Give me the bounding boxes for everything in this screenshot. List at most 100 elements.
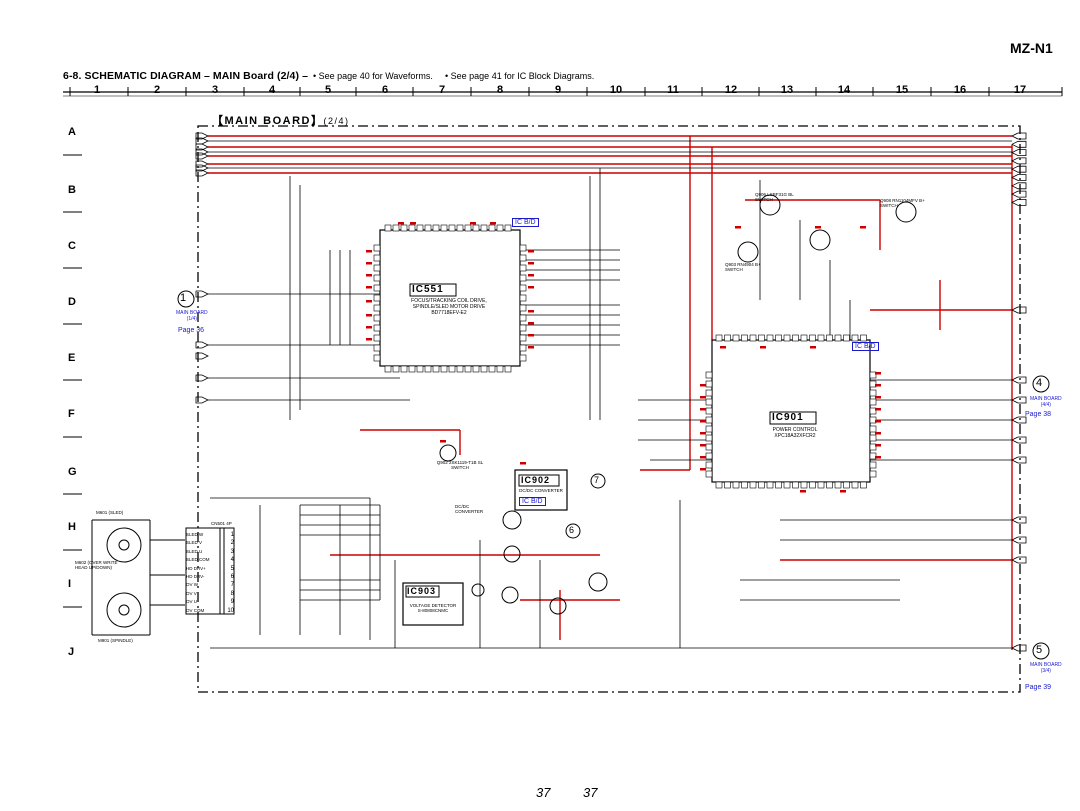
pin-number: 10 — [227, 607, 234, 614]
pin-number: 5 — [230, 565, 234, 572]
row-letter: E — [68, 352, 76, 364]
converter-label: DC/DC CONVERTER — [455, 504, 484, 514]
connector-7-id: 7 — [594, 475, 600, 485]
column-number: 13 — [780, 84, 794, 96]
board-title: 【MAIN BOARD】(2/4) — [212, 115, 350, 127]
model-label: MZ-N1 — [1010, 40, 1053, 56]
m602-label: M602 (OVER WRITE HEAD UP/DOWN) — [75, 560, 118, 570]
pin-row: SLED V 2 — [186, 539, 234, 547]
row-letter: A — [68, 126, 76, 138]
pin-name: SLED U — [186, 548, 203, 554]
column-number: 14 — [837, 84, 851, 96]
cn501-label: CN501 4P — [211, 521, 232, 526]
transistors — [439, 194, 917, 615]
m901-label: M901 (SPINDLE) — [98, 638, 133, 643]
m601-label: M601 (SLED) — [96, 510, 124, 515]
q903-label: Q903 RN4904 B+ SWITCH — [725, 262, 761, 272]
ic551-desc: FOCUS/TRACKING COIL DRIVE,SPINDLE/SLED M… — [411, 298, 487, 316]
row-letter: F — [68, 408, 75, 420]
column-number: 10 — [609, 84, 623, 96]
pin-row: OV COM 10 — [186, 607, 234, 615]
column-number: 11 — [667, 84, 679, 96]
pin-row: OV W 7 — [186, 581, 234, 589]
pin-name: HD DRV- — [186, 573, 205, 579]
ic902-label: IC902 — [521, 475, 551, 485]
pin-number: 9 — [230, 599, 234, 606]
ic-blocks-note: • See page 41 for IC Block Diagrams. — [445, 71, 595, 81]
pin-name: SLED V — [186, 540, 203, 546]
pin-number: 7 — [230, 582, 234, 589]
connector-circles — [177, 290, 1050, 660]
column-number: 4 — [268, 84, 276, 96]
diagram-title: 6-8. SCHEMATIC DIAGRAM – MAIN Board (2/4… — [63, 70, 309, 82]
row-letter: J — [68, 646, 75, 658]
pin-row: SLED COM 4 — [186, 556, 234, 564]
motors — [91, 519, 185, 636]
row-letter: I — [68, 578, 72, 590]
ic903-label: IC903 — [407, 586, 437, 596]
signal-wires — [208, 140, 1012, 649]
connector-4-page: Page 38 — [1025, 411, 1052, 418]
connector-1-page: Page 36 — [178, 327, 205, 334]
pin-number: 3 — [230, 548, 234, 555]
row-letter: C — [68, 240, 76, 252]
q906-label: Q906 LSBF31G BL SWITCH — [755, 192, 794, 202]
row-letter: G — [68, 466, 77, 478]
connector-5-id: 5 — [1036, 644, 1043, 656]
connector-5-page: Page 39 — [1025, 684, 1052, 691]
pin-name: SLED COM — [186, 557, 210, 563]
connector-4-ref: MAIN BOARD(4/4) — [1030, 396, 1062, 408]
column-number: 5 — [324, 84, 332, 96]
pin-row: SLED W 1 — [186, 531, 234, 539]
voltage-annotations — [366, 222, 881, 493]
pin-number: 2 — [230, 540, 234, 547]
cn501-connector — [185, 527, 235, 615]
connector-1-ref: MAIN BOARD(1/4) — [176, 310, 208, 322]
connector-1-id: 1 — [180, 292, 187, 304]
ic551-chip — [373, 224, 527, 373]
page-number: 37 — [583, 785, 598, 800]
ic-bd-badge: IC B/D — [519, 497, 546, 506]
row-letter: B — [68, 184, 76, 196]
column-number: 9 — [554, 84, 562, 96]
q908-label: Q908 RN1104MFV B+ SWITCH — [880, 198, 925, 208]
pin-number: 6 — [230, 573, 234, 580]
column-number: 6 — [381, 84, 389, 96]
pin-number: 1 — [230, 532, 234, 538]
column-number: 1 — [93, 84, 101, 96]
ic-bd-badge: IC B/D — [512, 218, 539, 227]
ic551-label: IC551 — [412, 284, 444, 295]
ic902-desc: DC/DC CONVERTER — [519, 488, 563, 493]
row-letter: D — [68, 296, 76, 308]
waveforms-note: • See page 40 for Waveforms. — [313, 71, 433, 81]
pin-number: 8 — [230, 590, 234, 597]
pin-name: OV COM — [186, 607, 205, 613]
ic901-chip — [705, 334, 877, 489]
ic903-chip — [402, 582, 464, 626]
column-number: 17 — [1013, 84, 1027, 96]
pin-name: HD DRV+ — [186, 565, 206, 571]
column-number: 15 — [895, 84, 909, 96]
ic901-label: IC901 — [772, 412, 804, 423]
pin-name: SLED W — [186, 532, 204, 537]
connector-6-id: 6 — [569, 525, 575, 535]
connector-5-ref: MAIN BOARD(3/4) — [1030, 662, 1062, 674]
page-number: 37 — [536, 785, 551, 800]
column-number: 12 — [724, 84, 738, 96]
ic902-chip — [514, 469, 568, 511]
pin-row: HD DRV- 6 — [186, 573, 234, 581]
pin-number: 4 — [230, 557, 234, 564]
column-number: 7 — [438, 84, 446, 96]
ic-bd-badge: IC B/D — [852, 342, 879, 351]
connector-4-id: 4 — [1036, 377, 1043, 389]
column-number: 16 — [953, 84, 967, 96]
pin-name: OV W — [186, 582, 198, 588]
column-number: 2 — [153, 84, 161, 96]
row-letter: H — [68, 521, 76, 533]
power-bus — [208, 135, 1013, 650]
